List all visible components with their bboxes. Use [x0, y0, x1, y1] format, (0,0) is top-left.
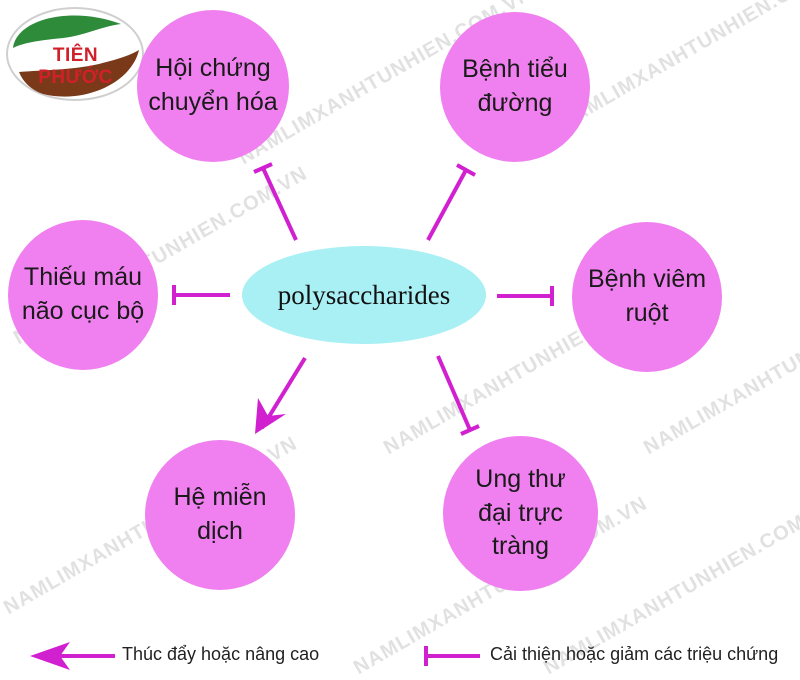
node-label: Hội chứng chuyển hóa: [148, 54, 278, 116]
logo-text: TIÊN PHƯỚC: [38, 45, 113, 88]
edge-inhibit-diabetes: [426, 163, 476, 241]
node-label: Hệ miễn dịch: [173, 483, 267, 545]
node-inflammatory-bowel-disease: Bệnh viêm ruột: [572, 222, 722, 372]
legend-inhibit-bar-icon: [424, 646, 480, 666]
edge-promote-immune: [255, 356, 307, 434]
edge-inhibit-ischemia: [172, 285, 230, 305]
center-node-polysaccharides: polysaccharides: [242, 246, 486, 344]
edge-inhibit-cancer: [436, 355, 480, 436]
node-label: Thiếu máu não cục bộ: [21, 263, 145, 325]
node-cerebral-ischemia: Thiếu máu não cục bộ: [8, 220, 158, 370]
node-diabetes: Bệnh tiểu đường: [440, 12, 590, 162]
node-label: Ung thư đại trực tràng: [475, 464, 566, 561]
legend-inhibit-label: Cải thiện hoặc giảm các triệu chứng: [490, 644, 779, 664]
node-metabolic-syndrome: Hội chứng chuyển hóa: [137, 10, 289, 162]
logo-emblem-icon: [6, 7, 144, 101]
edge-inhibit-ibd: [497, 286, 554, 306]
legend-promote-arrow-icon: [30, 642, 115, 670]
node-immune-system: Hệ miễn dịch: [145, 440, 295, 590]
node-label: Bệnh tiểu đường: [462, 55, 568, 117]
node-colorectal-cancer: Ung thư đại trực tràng: [443, 436, 598, 591]
brand-logo: TIÊN PHƯỚC: [3, 4, 153, 104]
center-label: polysaccharides: [277, 279, 451, 310]
edge-inhibit-metabolic: [253, 162, 298, 241]
legend-promote-label: Thúc đẩy hoặc nâng cao: [122, 644, 320, 664]
node-label: Bệnh viêm ruột: [587, 265, 707, 327]
